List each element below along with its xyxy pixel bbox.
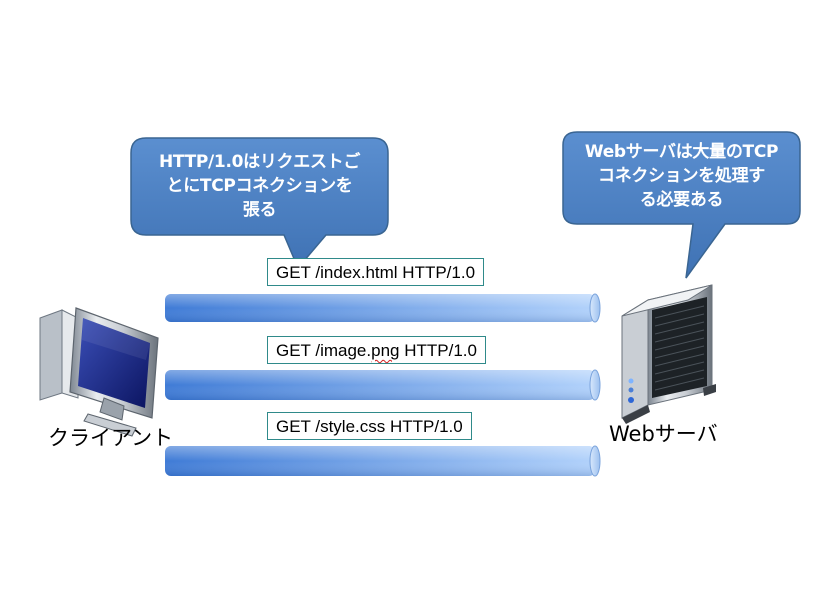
request-label-image-suffix: HTTP/1.0: [399, 341, 477, 360]
spellcheck-squiggle-word: png: [371, 341, 400, 360]
request-label-style: GET /style.css HTTP/1.0: [267, 412, 472, 440]
right-callout-text: Webサーバは大量のTCP コネクションを処理す る必要ある: [584, 142, 779, 210]
left-callout-bubble: [130, 137, 389, 270]
request-pipe-1: [165, 293, 601, 323]
server-tower-icon: [621, 284, 716, 424]
request-label-image-prefix: GET /image.: [276, 341, 372, 360]
server-label: Webサーバ: [609, 422, 718, 446]
request-label-index: GET /index.html HTTP/1.0: [267, 258, 485, 286]
left-callout-text: HTTP/1.0はリクエストご とにTCPコネクションを 張る: [158, 152, 361, 220]
desktop-computer-icon: [39, 307, 159, 437]
request-pipe-2: [165, 369, 601, 401]
request-pipe-3: [165, 445, 601, 477]
client-label: クライアント: [48, 426, 174, 450]
right-callout-bubble: [562, 131, 801, 279]
request-label-image: GET /image.png HTTP/1.0: [267, 336, 486, 364]
